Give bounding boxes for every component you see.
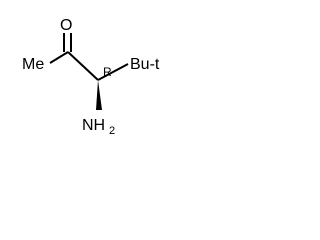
oxygen-atom-label: O bbox=[60, 17, 72, 34]
bond-stereocenter-tert-butyl bbox=[97, 63, 129, 81]
bond-carbonyl-stereocenter bbox=[67, 51, 99, 81]
stereo-descriptor-label: R bbox=[103, 65, 112, 79]
wedge-bond-amine bbox=[96, 80, 102, 110]
methyl-group-label: Me bbox=[22, 56, 44, 73]
bond-methyl-carbonyl bbox=[49, 51, 69, 64]
amine-group-label: NH bbox=[82, 117, 105, 134]
molecule-structure: O Me R Bu-t NH 2 bbox=[22, 17, 160, 137]
amine-subscript-label: 2 bbox=[109, 125, 115, 137]
bond-group bbox=[49, 33, 129, 110]
tert-butyl-group-label: Bu-t bbox=[130, 56, 160, 73]
